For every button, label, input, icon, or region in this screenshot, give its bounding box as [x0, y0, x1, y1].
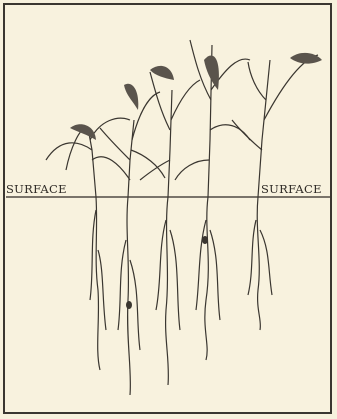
seedling-3-leaf	[150, 66, 174, 80]
surface-label-left: SURFACE	[6, 182, 67, 196]
seedling-2-leaf	[124, 84, 138, 110]
surface-label-right: SURFACE	[261, 182, 322, 196]
seedling-1-leaf	[70, 124, 96, 140]
seedling-1	[46, 118, 130, 370]
seed-4	[202, 236, 208, 244]
seedling-5-leaf	[290, 53, 322, 64]
seedling-4	[175, 40, 250, 360]
seedling-3	[140, 72, 200, 385]
seedling-2	[100, 92, 165, 395]
seed-2	[126, 301, 132, 309]
